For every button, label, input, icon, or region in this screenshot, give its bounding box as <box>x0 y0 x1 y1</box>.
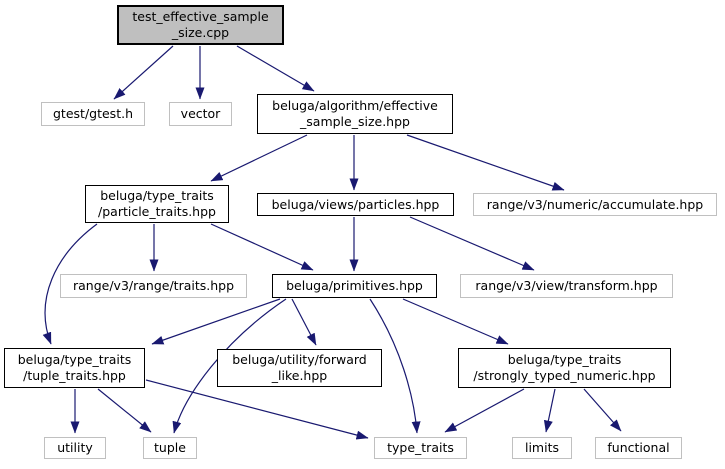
edge-strongly-typed-numeric->functional <box>583 388 622 432</box>
edge-particle-traits->tuple-traits <box>42 223 98 345</box>
graph-node-tuple-traits[interactable]: beluga/type_traits /tuple_traits.hpp <box>4 348 145 388</box>
graph-node-gtest: gtest/gtest.h <box>41 102 145 126</box>
graph-node-particle-traits[interactable]: beluga/type_traits /particle_traits.hpp <box>85 185 229 223</box>
graph-node-primitives[interactable]: beluga/primitives.hpp <box>272 274 437 298</box>
edge-tuple-traits->tuple <box>97 388 152 433</box>
edge-strongly-typed-numeric->limits <box>543 388 556 433</box>
graph-node-label: beluga/type_traits /particle_traits.hpp <box>98 188 216 219</box>
edge-effective-sample-size->particle-traits <box>210 134 308 182</box>
graph-node-label: range/v3/range/traits.hpp <box>72 278 235 293</box>
graph-node-tuple: tuple <box>143 437 197 459</box>
graph-node-test-cpp: test_effective_sample _size.cpp <box>117 5 284 45</box>
graph-node-range-traits: range/v3/range/traits.hpp <box>60 274 247 298</box>
edge-effective-sample-size->accumulate <box>406 134 565 191</box>
graph-node-label: limits <box>524 440 559 455</box>
edge-test-cpp->gtest <box>113 45 174 100</box>
graph-node-label: beluga/type_traits /tuple_traits.hpp <box>17 352 132 383</box>
edge-primitives->tuple-traits <box>151 298 281 345</box>
graph-node-label: type_traits <box>387 440 454 455</box>
graph-node-utility: utility <box>44 437 106 459</box>
graph-node-transform: range/v3/view/transform.hpp <box>460 274 673 298</box>
graph-node-label: tuple <box>154 440 186 455</box>
graph-node-label: functional <box>607 440 670 455</box>
graph-node-strongly-typed-numeric[interactable]: beluga/type_traits /strongly_typed_numer… <box>458 348 671 388</box>
graph-node-label: test_effective_sample _size.cpp <box>132 9 269 40</box>
graph-node-particles[interactable]: beluga/views/particles.hpp <box>257 193 454 216</box>
graph-node-vector: vector <box>169 102 232 126</box>
edge-test-cpp->effective-sample-size <box>236 45 315 92</box>
graph-node-label: beluga/algorithm/effective _sample_size.… <box>272 98 438 129</box>
edge-primitives->strongly-typed-numeric <box>402 298 509 345</box>
graph-node-type-traits: type_traits <box>374 437 467 459</box>
edge-particle-traits->primitives <box>210 223 314 271</box>
graph-node-label: range/v3/numeric/accumulate.hpp <box>486 196 704 212</box>
graph-node-effective-sample-size[interactable]: beluga/algorithm/effective _sample_size.… <box>257 94 453 134</box>
graph-node-label: beluga/views/particles.hpp <box>271 196 440 212</box>
edge-primitives->type-traits <box>369 298 421 434</box>
graph-node-label: range/v3/view/transform.hpp <box>475 278 658 293</box>
edge-particles->transform <box>409 216 535 271</box>
graph-node-label: vector <box>180 106 221 121</box>
edge-strongly-typed-numeric->type-traits <box>444 388 525 433</box>
graph-node-accumulate: range/v3/numeric/accumulate.hpp <box>473 193 717 216</box>
graph-node-functional: functional <box>595 437 682 459</box>
edge-primitives->tuple <box>172 298 287 434</box>
graph-node-limits: limits <box>512 437 572 459</box>
edge-primitives->forward-like <box>291 298 317 346</box>
graph-node-label: gtest/gtest.h <box>53 106 133 121</box>
graph-node-label: beluga/type_traits /strongly_typed_numer… <box>473 352 656 383</box>
graph-node-label: utility <box>57 440 93 455</box>
graph-node-forward-like[interactable]: beluga/utility/forward _like.hpp <box>217 349 382 387</box>
graph-node-label: beluga/primitives.hpp <box>286 278 423 293</box>
edge-tuple-traits->type-traits <box>145 379 369 440</box>
graph-node-label: beluga/utility/forward _like.hpp <box>232 352 367 383</box>
